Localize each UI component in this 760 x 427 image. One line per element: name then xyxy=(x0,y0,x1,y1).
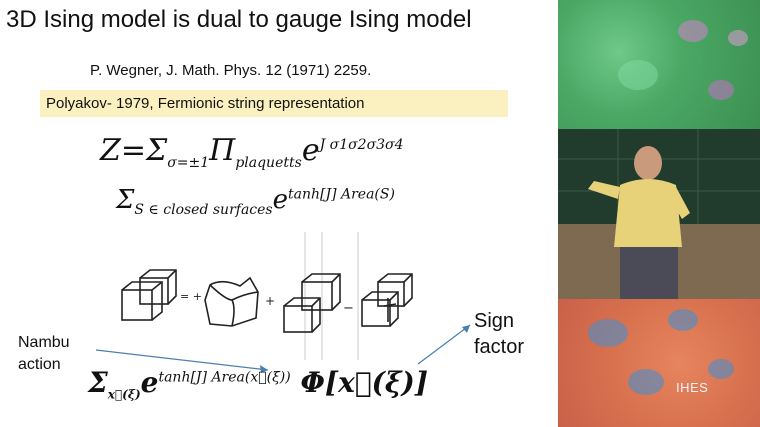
ihes-logo: IHES xyxy=(676,380,709,395)
eq3-exp-sup: tanh[J] Area(x⃗(ξ)) xyxy=(158,369,291,386)
nambu-line-1: Nambu xyxy=(18,334,70,351)
cube-sketch-4 xyxy=(361,273,413,327)
video-frame-bottom xyxy=(558,299,760,427)
sign-factor-label: Sign factor xyxy=(474,308,524,360)
eq1-sum: Σ xyxy=(145,133,168,168)
eq2-sum: Σ xyxy=(116,185,135,215)
eq1-lhs: Z= xyxy=(100,133,146,168)
slide-title: 3D Ising model is dual to gauge Ising mo… xyxy=(6,6,472,33)
cube-sketch-1 xyxy=(121,269,177,321)
cube-sketch-2 xyxy=(204,276,259,327)
slide: 3D Ising model is dual to gauge Ising mo… xyxy=(6,6,525,402)
equation-partition-function: Z=Σσ=±1ΠplaquettseJ σ1σ2σ3σ4 xyxy=(100,133,404,171)
speaker-silhouette xyxy=(558,129,760,299)
eq1-exp: e xyxy=(301,133,320,168)
equation-surface-sum: ΣS ∈ closed surfacesetanh[J] Area(S) xyxy=(116,185,395,218)
eq3-exp: e xyxy=(140,366,159,399)
eq1-sum-sub: σ=±1 xyxy=(167,155,210,171)
cube-sketch-3 xyxy=(283,273,341,333)
eq1-prod-sub: plaquetts xyxy=(235,155,302,171)
eq3-sum: Σ xyxy=(88,366,108,399)
op-plus-1: = + xyxy=(180,290,202,303)
video-frame-top xyxy=(558,0,760,129)
eq2-exp: e xyxy=(272,185,288,215)
reference-text: P. Wegner, J. Math. Phys. 12 (1971) 2259… xyxy=(90,62,372,79)
eq3-phi: Φ[x⃗(ξ)] xyxy=(300,366,428,399)
sign-line-2: factor xyxy=(474,336,525,358)
video-frame-speaker xyxy=(558,129,760,299)
sign-line-1: Sign xyxy=(474,310,515,332)
eq3-sum-sub: x⃗(ξ) xyxy=(107,387,141,402)
cube-diagram: = + + − xyxy=(95,232,471,373)
sign-arrow xyxy=(417,324,471,365)
op-plus-2: + xyxy=(265,294,275,308)
eq2-exp-sup: tanh[J] Area(S) xyxy=(288,186,395,203)
highlight-box: Polyakov- 1979, Fermionic string represe… xyxy=(40,90,508,117)
nambu-arrow xyxy=(95,349,269,371)
video-panel: IHES xyxy=(558,0,760,427)
highlight-text: Polyakov- 1979, Fermionic string represe… xyxy=(46,95,365,112)
nambu-line-2: action xyxy=(18,356,61,373)
eq1-exp-sup: J σ1σ2σ3σ4 xyxy=(319,137,404,153)
op-minus: − xyxy=(343,301,354,316)
eq2-sum-sub: S ∈ closed surfaces xyxy=(134,202,273,219)
equation-string-sum: Σx⃗(ξ)etanh[J] Area(x⃗(ξ)) Φ[x⃗(ξ)] xyxy=(88,366,428,402)
eq1-prod: Π xyxy=(209,133,236,168)
nambu-action-label: Nambu action xyxy=(18,332,70,376)
